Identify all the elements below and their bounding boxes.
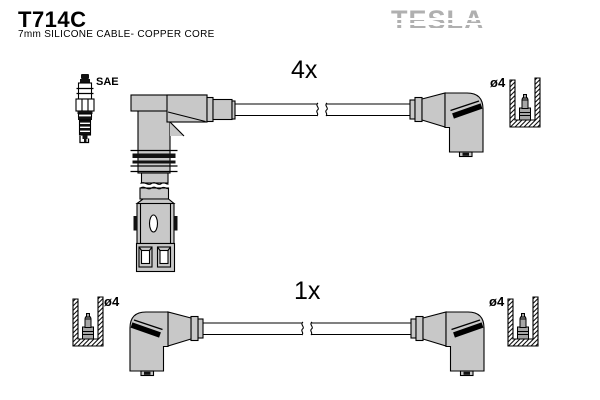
coil-connector-4x [130,94,236,273]
shield-sleeve-bottom-left [72,296,104,347]
diameter-label-bottom-right: ø4 [489,294,505,309]
shield-sleeve-top [509,77,541,128]
sae-label: SAE [96,76,119,88]
logo-stripe [388,18,496,20]
quantity-label-4x: 4x [291,56,318,84]
cable-4x [235,102,410,117]
cable-1x [203,321,411,336]
spark-plug-icon [75,74,95,144]
diameter-label-bottom-left: ø4 [104,294,120,309]
shield-sleeve-bottom-right [507,296,539,347]
part-number: T714C [18,7,87,32]
plug-boot-4x [410,93,483,157]
quantity-label-1x: 1x [294,277,321,305]
plug-boot-1x-right [411,312,484,376]
cable-spec: 7mm SILICONE CABLE- COPPER CORE [18,29,215,40]
plug-boot-1x-left [130,312,203,376]
logo-stripe [388,27,496,31]
logo-stripe [388,22,496,25]
tesla-logo: TESLA [391,5,485,35]
diameter-label-top-right: ø4 [490,75,506,90]
